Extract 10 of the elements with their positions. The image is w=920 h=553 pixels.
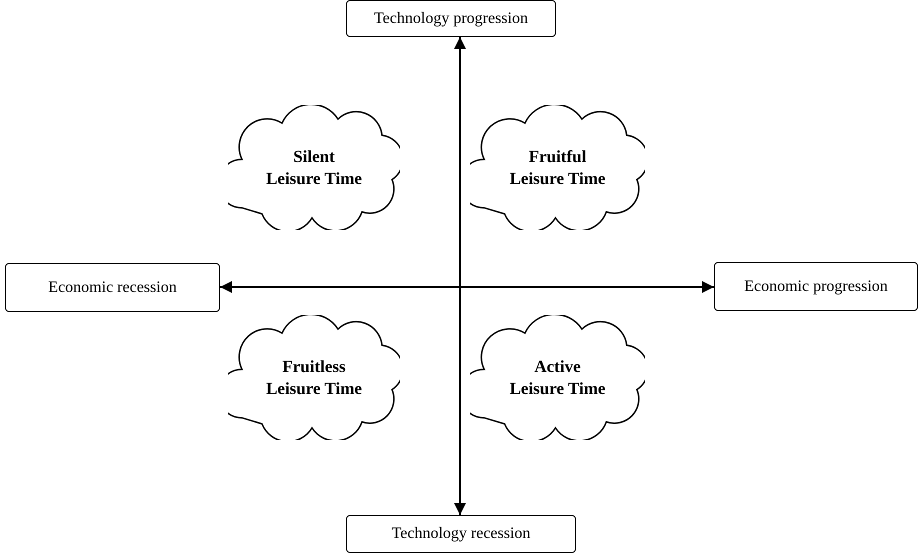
axis-label-box: Technology progression [346,0,556,37]
cloud-shape: Fruitful Leisure Time [470,105,645,230]
axis-label-box: Economic progression [714,262,918,311]
double-arrow [220,281,714,293]
axis-label-box: Economic recession [5,263,220,312]
cloud-shape: Silent Leisure Time [228,105,400,230]
cloud-shape: Active Leisure Time [470,315,645,440]
axis-label-box: Technology recession [346,515,576,553]
double-arrow [454,37,466,515]
cloud-shape: Fruitless Leisure Time [228,315,400,440]
